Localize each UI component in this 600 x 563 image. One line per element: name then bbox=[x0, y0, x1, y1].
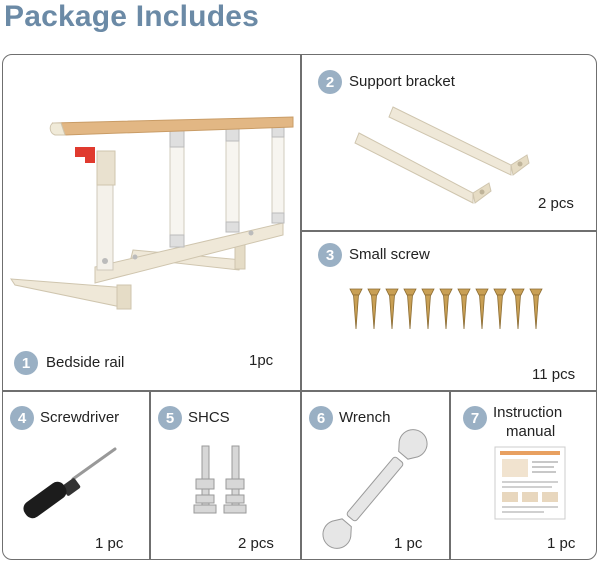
item-screwdriver: 4 Screwdriver 1 pc bbox=[3, 391, 149, 559]
item-shcs: 5 SHCS 2 pcs bbox=[150, 391, 449, 559]
screwdriver-image bbox=[23, 447, 117, 519]
divider bbox=[300, 55, 302, 559]
item-bedside-rail: 1 Bedside rail 1pc bbox=[3, 55, 300, 390]
item-wrench: 6 Wrench 1 pc bbox=[301, 391, 449, 559]
item-number-badge: 6 bbox=[309, 406, 333, 430]
item-name: Wrench bbox=[339, 409, 391, 426]
wrench-image bbox=[322, 429, 428, 549]
item-number-badge: 5 bbox=[158, 406, 182, 430]
item-name-line2: manual bbox=[506, 423, 556, 440]
item-number-badge: 3 bbox=[318, 243, 342, 267]
divider bbox=[449, 390, 451, 559]
item-quantity: 1 pc bbox=[95, 535, 124, 552]
package-grid: 1 Bedside rail 1pc 2 Support bracket 2 p… bbox=[2, 54, 597, 560]
bedside-rail-image bbox=[10, 116, 294, 310]
item-name: Bedside rail bbox=[46, 354, 125, 371]
small-screws-image bbox=[349, 288, 543, 330]
shcs-bolts-image bbox=[193, 445, 247, 514]
item-quantity: 1 pc bbox=[394, 535, 423, 552]
item-instruction-manual: 7 Instruction manual 1 pc bbox=[450, 391, 596, 559]
item-quantity: 1 pc bbox=[547, 535, 576, 552]
page-title: Package Includes bbox=[4, 0, 259, 33]
item-number-badge: 7 bbox=[463, 406, 487, 430]
item-name: Small screw bbox=[349, 246, 430, 263]
item-number-badge: 1 bbox=[14, 351, 38, 375]
divider bbox=[3, 390, 596, 392]
item-small-screw: 3 Small screw 11 pcs bbox=[301, 231, 596, 390]
item-name: SHCS bbox=[188, 409, 230, 426]
divider bbox=[300, 230, 596, 232]
item-name: Support bracket bbox=[349, 73, 455, 90]
item-quantity: 2 pcs bbox=[238, 535, 274, 552]
support-bracket-image bbox=[354, 106, 530, 204]
item-quantity: 2 pcs bbox=[538, 195, 574, 212]
manual-image bbox=[494, 446, 566, 520]
item-support-bracket: 2 Support bracket 2 pcs bbox=[301, 55, 596, 230]
item-name: Screwdriver bbox=[40, 409, 120, 426]
item-quantity: 11 pcs bbox=[532, 366, 576, 383]
item-number-badge: 2 bbox=[318, 70, 342, 94]
divider bbox=[149, 390, 151, 559]
item-number-badge: 4 bbox=[10, 406, 34, 430]
item-quantity: 1pc bbox=[249, 352, 274, 369]
item-name-line1: Instruction bbox=[493, 404, 563, 421]
